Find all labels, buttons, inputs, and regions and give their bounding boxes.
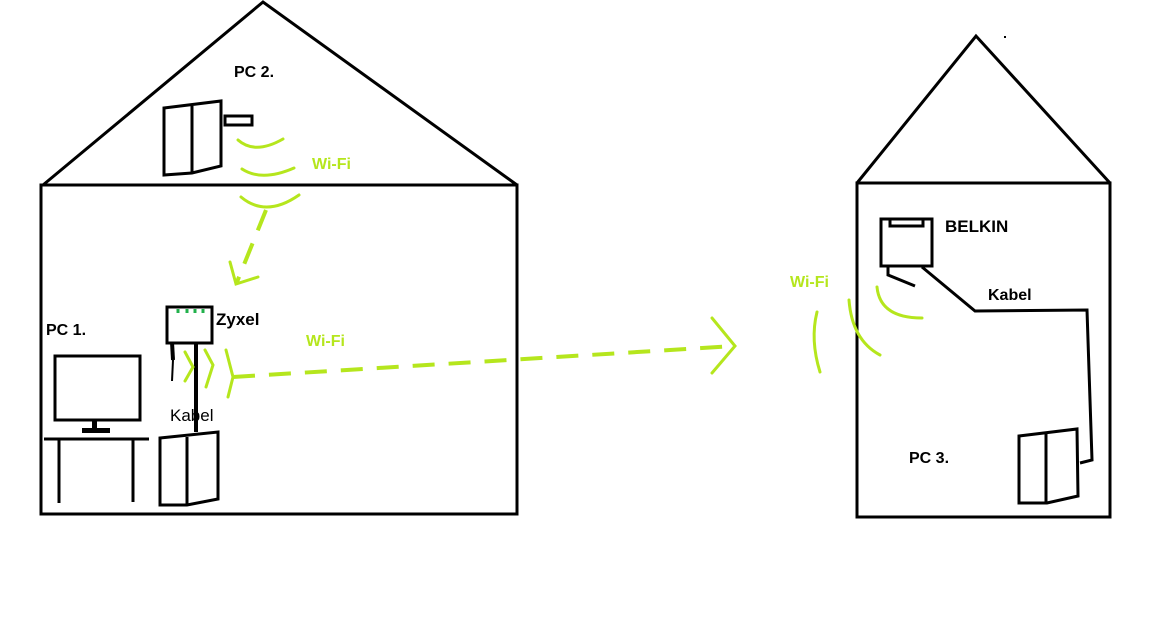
pc1-label: PC 1. [46,322,87,339]
wifi-label-pc2: Wi-Fi [312,156,351,173]
pc2-label: PC 2. [234,64,275,81]
belkin-router-icon [879,217,934,288]
kabel-label-house1: Kabel [170,406,214,425]
arrow-pc2-to-zyxel [228,209,268,286]
zyxel-wifi-waves-icon [183,348,215,389]
pc2-wifi-waves-icon [236,137,301,209]
zyxel-label: Zyxel [216,310,260,329]
pc1-monitor-icon [53,354,142,433]
pc2-tower-icon [162,99,254,177]
desk-icon [44,437,149,503]
cable-belkin-pc3 [921,265,1094,465]
belkin-wifi-waves-icon [812,285,924,374]
pc3-label: PC 3. [909,450,950,467]
belkin-label: BELKIN [945,217,1009,236]
zyxel-router-icon [165,305,214,382]
house-1 [39,0,519,516]
house-2 [855,33,1112,519]
kabel-label-house2: Kabel [988,287,1032,304]
arrow-zyxel-to-belkin [224,316,737,399]
wifi-label-zyxel: Wi-Fi [306,333,345,350]
pc1-tower-icon [158,430,220,507]
wifi-label-belkin: Wi-Fi [790,274,829,291]
pc3-tower-icon [1017,427,1080,505]
